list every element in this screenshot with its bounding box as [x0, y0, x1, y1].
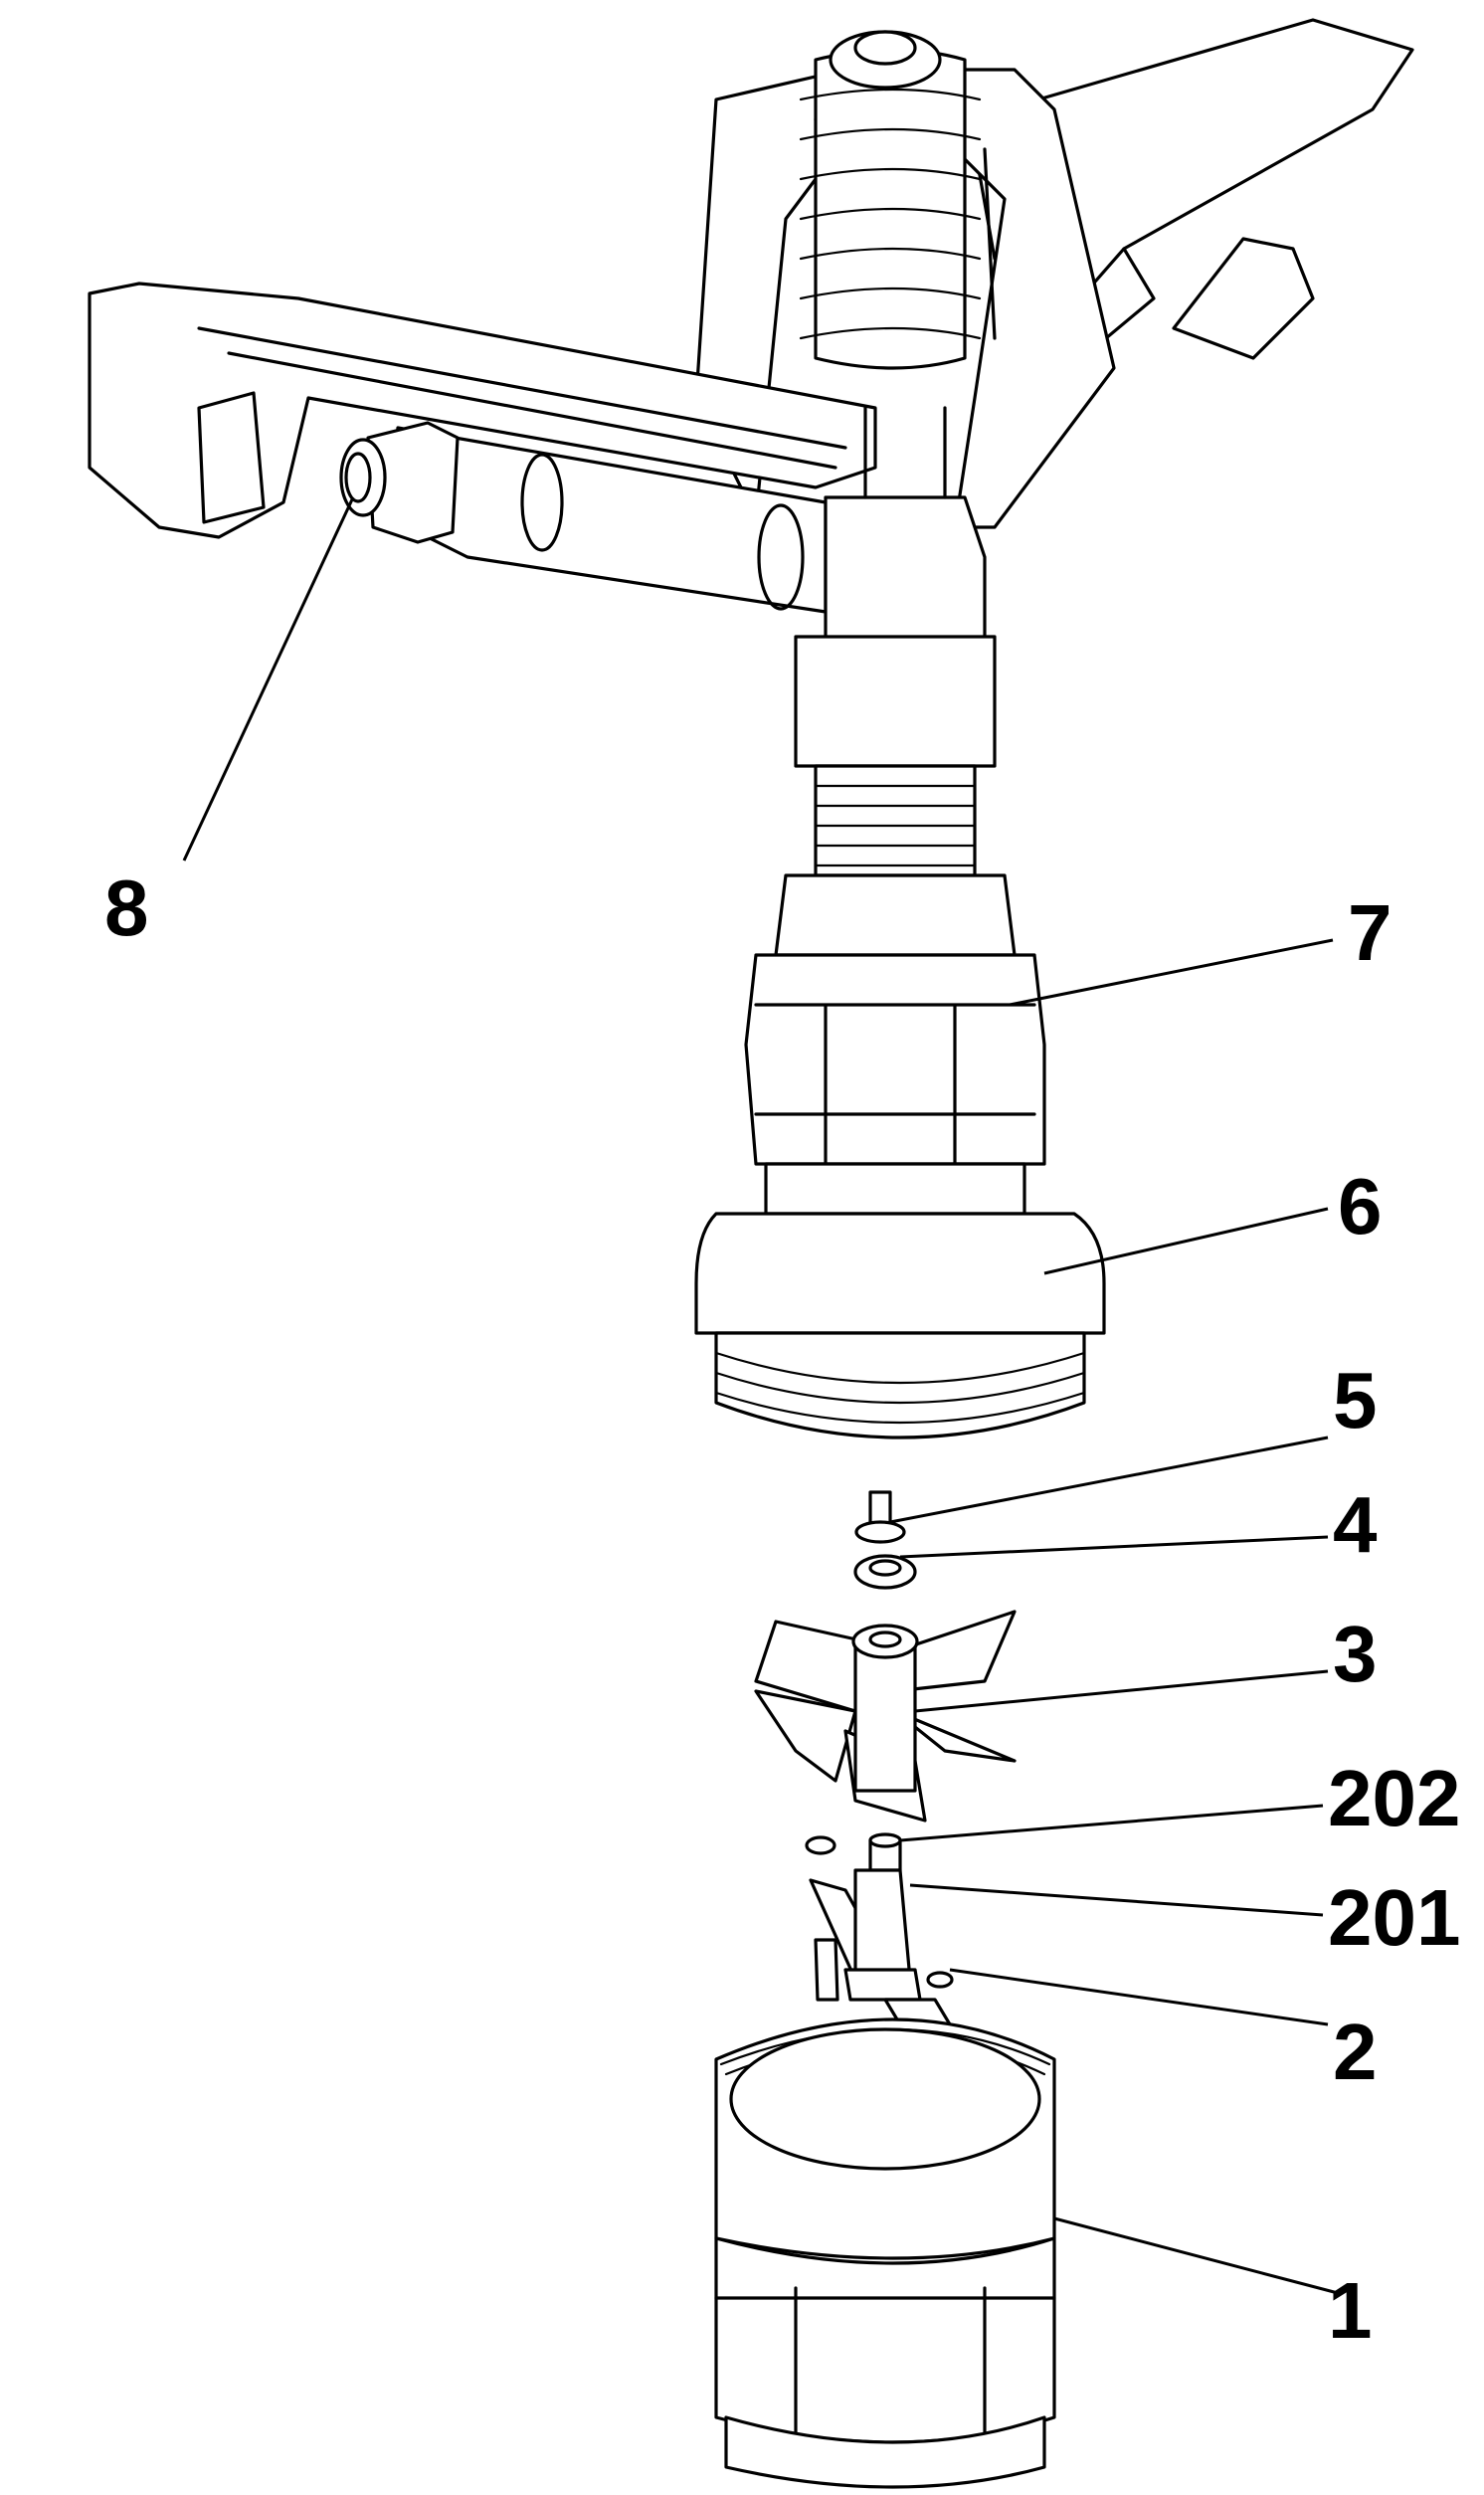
label-part-5: 5 — [1333, 1356, 1378, 1444]
label-part-6: 6 — [1338, 1162, 1383, 1250]
sprinkler-head — [88, 18, 1414, 1439]
washer-part-4 — [853, 1554, 917, 1590]
label-part-1: 1 — [1328, 2266, 1373, 2355]
label-part-4: 4 — [1333, 1480, 1378, 1569]
label-part-201: 201 — [1328, 1873, 1460, 1962]
label-part-202: 202 — [1328, 1754, 1460, 1842]
leader-lines — [182, 496, 1339, 2295]
label-part-8: 8 — [104, 864, 149, 952]
label-part-3: 3 — [1333, 1610, 1378, 1698]
label-part-7: 7 — [1348, 888, 1392, 977]
label-part-2: 2 — [1333, 2008, 1378, 2096]
shaft-part-202 — [805, 1832, 902, 1872]
impeller-part-3 — [754, 1610, 1017, 1823]
housing-part-1 — [714, 2017, 1056, 2489]
screw-part-5 — [854, 1490, 906, 1544]
spring — [799, 30, 982, 370]
